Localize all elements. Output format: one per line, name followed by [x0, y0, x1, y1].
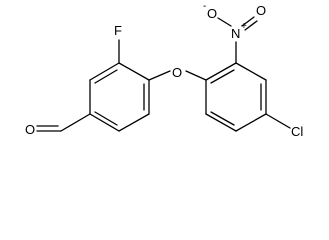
double-bond-inner-r1-r2: [210, 69, 235, 84]
ether-linkage: O: [148, 65, 207, 81]
fluorine-substituent: F: [114, 23, 122, 64]
nitro-group: N + O - O: [203, 1, 266, 64]
chemical-structure-diagram: O F O N + O - O Cl: [25, 1, 303, 139]
right-benzene-ring: [205, 62, 267, 132]
double-bond-inner-c5-c6: [94, 69, 118, 84]
chlorine-label: Cl: [291, 124, 303, 139]
bond-ring-to-chlorine: [265, 113, 291, 129]
bond-c2-c3: [118, 113, 150, 132]
bond-ring-to-carbonyl: [60, 113, 91, 132]
double-bond-inner-c3-c4: [94, 111, 118, 126]
chlorine-substituent: Cl: [265, 113, 303, 139]
nitro-double-bond-outer: [241, 16, 255, 27]
bond-r1-r2: [205, 62, 237, 81]
nitro-double-bond-inner: [244, 20, 258, 31]
fluorine-label: F: [114, 23, 122, 38]
nitro-nitrogen-charge: +: [241, 21, 247, 32]
bond-nitro-n-to-o-minus: [217, 17, 232, 27]
aldehyde-oxygen-label: O: [25, 122, 35, 137]
left-benzene-ring: [89, 62, 150, 132]
bond-c5-c6: [89, 62, 120, 81]
nitro-oxygen-minus-charge: -: [203, 1, 206, 12]
bond-left-ring-to-ether-o: [148, 70, 171, 81]
nitro-oxygen-double-label: O: [256, 3, 266, 18]
bond-ether-o-to-right-ring: [185, 70, 207, 81]
bond-r5-r6: [205, 113, 237, 132]
bond-r4-r5: [235, 113, 267, 132]
double-bond-inner-r5-r6: [210, 111, 235, 126]
ether-oxygen-label: O: [172, 65, 182, 80]
bond-c3-c4: [89, 113, 120, 132]
nitro-oxygen-minus-label: O: [207, 6, 217, 21]
bond-c6-c1: [118, 62, 150, 81]
bond-r2-r3: [235, 62, 267, 81]
nitro-nitrogen-label: N: [231, 26, 240, 41]
aldehyde-group: O: [25, 113, 91, 137]
